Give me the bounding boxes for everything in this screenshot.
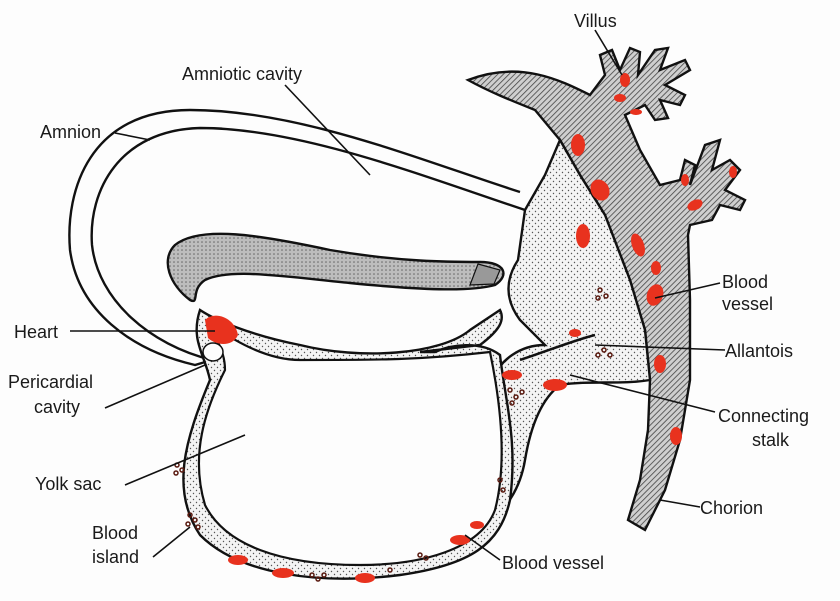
leader-lines xyxy=(70,29,726,561)
label-chorion: Chorion xyxy=(700,498,763,518)
blood-islands xyxy=(173,287,613,582)
label-blood-vessel-bottom: Blood vessel xyxy=(502,553,604,573)
pericardial-cavity-shape xyxy=(202,342,224,362)
label-connecting-stalk-2: stalk xyxy=(752,430,790,450)
label-blood-island-1: Blood xyxy=(92,523,138,543)
label-pericardial-1: Pericardial xyxy=(8,372,93,392)
label-amniotic-cavity: Amniotic cavity xyxy=(182,64,302,84)
label-blood-vessel-right-1: Blood xyxy=(722,272,768,292)
label-villus: Villus xyxy=(574,11,617,31)
label-allantois: Allantois xyxy=(725,341,793,361)
label-amnion: Amnion xyxy=(40,122,101,142)
blood-vessels xyxy=(228,73,737,583)
label-blood-island-2: island xyxy=(92,547,139,567)
allantois-shape xyxy=(519,333,596,362)
label-connecting-stalk-1: Connecting xyxy=(718,406,809,426)
label-yolk-sac: Yolk sac xyxy=(35,474,101,494)
connecting-stalk-shape xyxy=(488,137,652,523)
label-heart: Heart xyxy=(14,322,58,342)
amnion-membrane xyxy=(68,108,526,367)
embryo-disc xyxy=(166,232,505,303)
label-blood-vessel-right-2: vessel xyxy=(722,294,773,314)
heart-shape xyxy=(205,315,238,344)
label-pericardial-2: cavity xyxy=(34,397,80,417)
